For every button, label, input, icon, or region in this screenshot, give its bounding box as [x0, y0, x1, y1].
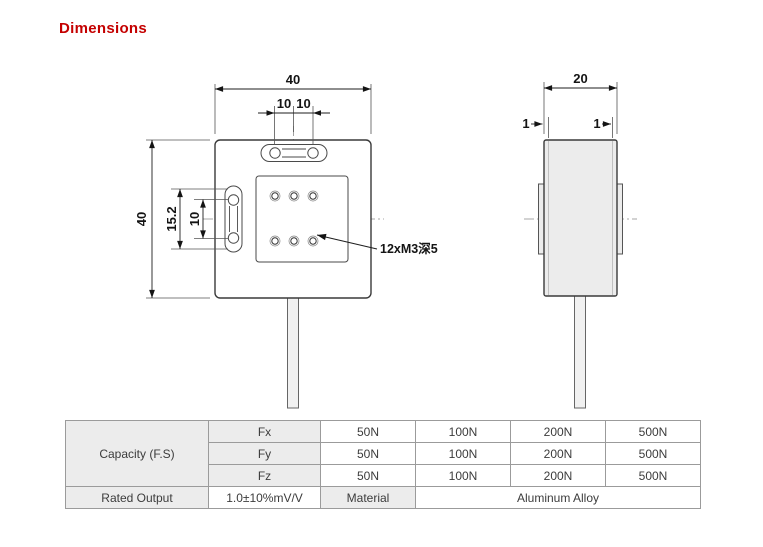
svg-text:10: 10	[187, 212, 202, 226]
front-left-slot-hole-bottom	[227, 232, 240, 244]
front-left-slot	[224, 185, 243, 253]
capacity-value: 200N	[510, 420, 606, 443]
table-row-rated-output: Rated Output 1.0±10%mV/V Material Alumin…	[65, 486, 701, 509]
thread-callout-text: 12xM3深5	[380, 241, 438, 256]
front-inner-boss-outline	[255, 175, 349, 263]
capacity-value: 200N	[510, 464, 606, 487]
rated-output-label: Rated Output	[65, 486, 209, 509]
side-right-tab	[616, 183, 623, 255]
capacity-value: 100N	[415, 464, 511, 487]
front-slot-span-dimension: 15.2	[164, 188, 228, 250]
page-title: Dimensions	[59, 20, 148, 37]
capacity-value: 100N	[415, 442, 511, 465]
front-top-slot-hole-right	[307, 147, 319, 159]
svg-text:1: 1	[593, 116, 600, 131]
front-view: 12xM3深5 40 10 10 40	[134, 72, 438, 409]
capacity-value: 50N	[320, 464, 416, 487]
svg-text:40: 40	[134, 212, 149, 226]
capacity-value: 50N	[320, 420, 416, 443]
front-width-dimension: 40	[214, 72, 372, 134]
front-top-slot	[260, 144, 328, 162]
svg-text:40: 40	[286, 72, 300, 87]
side-cable-stem	[574, 295, 586, 409]
svg-text:20: 20	[573, 71, 587, 86]
axis-label-fy: Fy	[208, 442, 321, 465]
capacity-value: 200N	[510, 442, 606, 465]
dimension-drawing: 12xM3深5 40 10 10 40	[134, 71, 637, 409]
spec-table: Capacity (F.S) Fx 50N 100N 200N 500N Fy …	[65, 420, 701, 509]
side-width-dimension: 20	[543, 71, 618, 134]
capacity-label: Capacity (F.S)	[65, 420, 209, 487]
front-left-slot-hole-top	[227, 194, 240, 206]
side-left-tab	[538, 183, 545, 255]
capacity-value: 100N	[415, 420, 511, 443]
front-mounting-holes	[269, 190, 319, 247]
side-view: 20 1 1	[522, 71, 637, 409]
side-wall-lines	[548, 141, 613, 295]
table-row-fz: Fz 50N 100N 200N 500N	[66, 464, 701, 487]
capacity-value: 500N	[605, 464, 701, 487]
axis-label-fz: Fz	[208, 464, 321, 487]
svg-text:10: 10	[296, 96, 310, 111]
front-top-slot-hole-left	[269, 147, 281, 159]
thread-callout-leader	[316, 233, 378, 250]
capacity-value: 500N	[605, 442, 701, 465]
front-cable-stem	[287, 297, 299, 409]
side-right-wall-dimension: 1	[593, 116, 613, 138]
axis-label-fx: Fx	[208, 420, 321, 443]
side-left-wall-dimension: 1	[522, 116, 549, 138]
front-height-dimension: 40	[134, 139, 210, 299]
front-body-outline	[214, 139, 372, 299]
capacity-value: 50N	[320, 442, 416, 465]
svg-text:1: 1	[522, 116, 529, 131]
svg-text:10: 10	[277, 96, 291, 111]
material-value: Aluminum Alloy	[415, 486, 701, 509]
svg-text:15.2: 15.2	[164, 206, 179, 231]
rated-output-value: 1.0±10%mV/V	[208, 486, 321, 509]
front-slot-spacing-dimension: 10 10	[258, 96, 330, 145]
capacity-value: 500N	[605, 420, 701, 443]
table-row-fx: Capacity (F.S) Fx 50N 100N 200N 500N	[65, 420, 701, 487]
material-label: Material	[320, 486, 416, 509]
side-body-outline	[543, 139, 618, 297]
table-row-fy: Fy 50N 100N 200N 500N	[66, 442, 701, 465]
front-hole-row-dimension: 10	[187, 199, 228, 239]
